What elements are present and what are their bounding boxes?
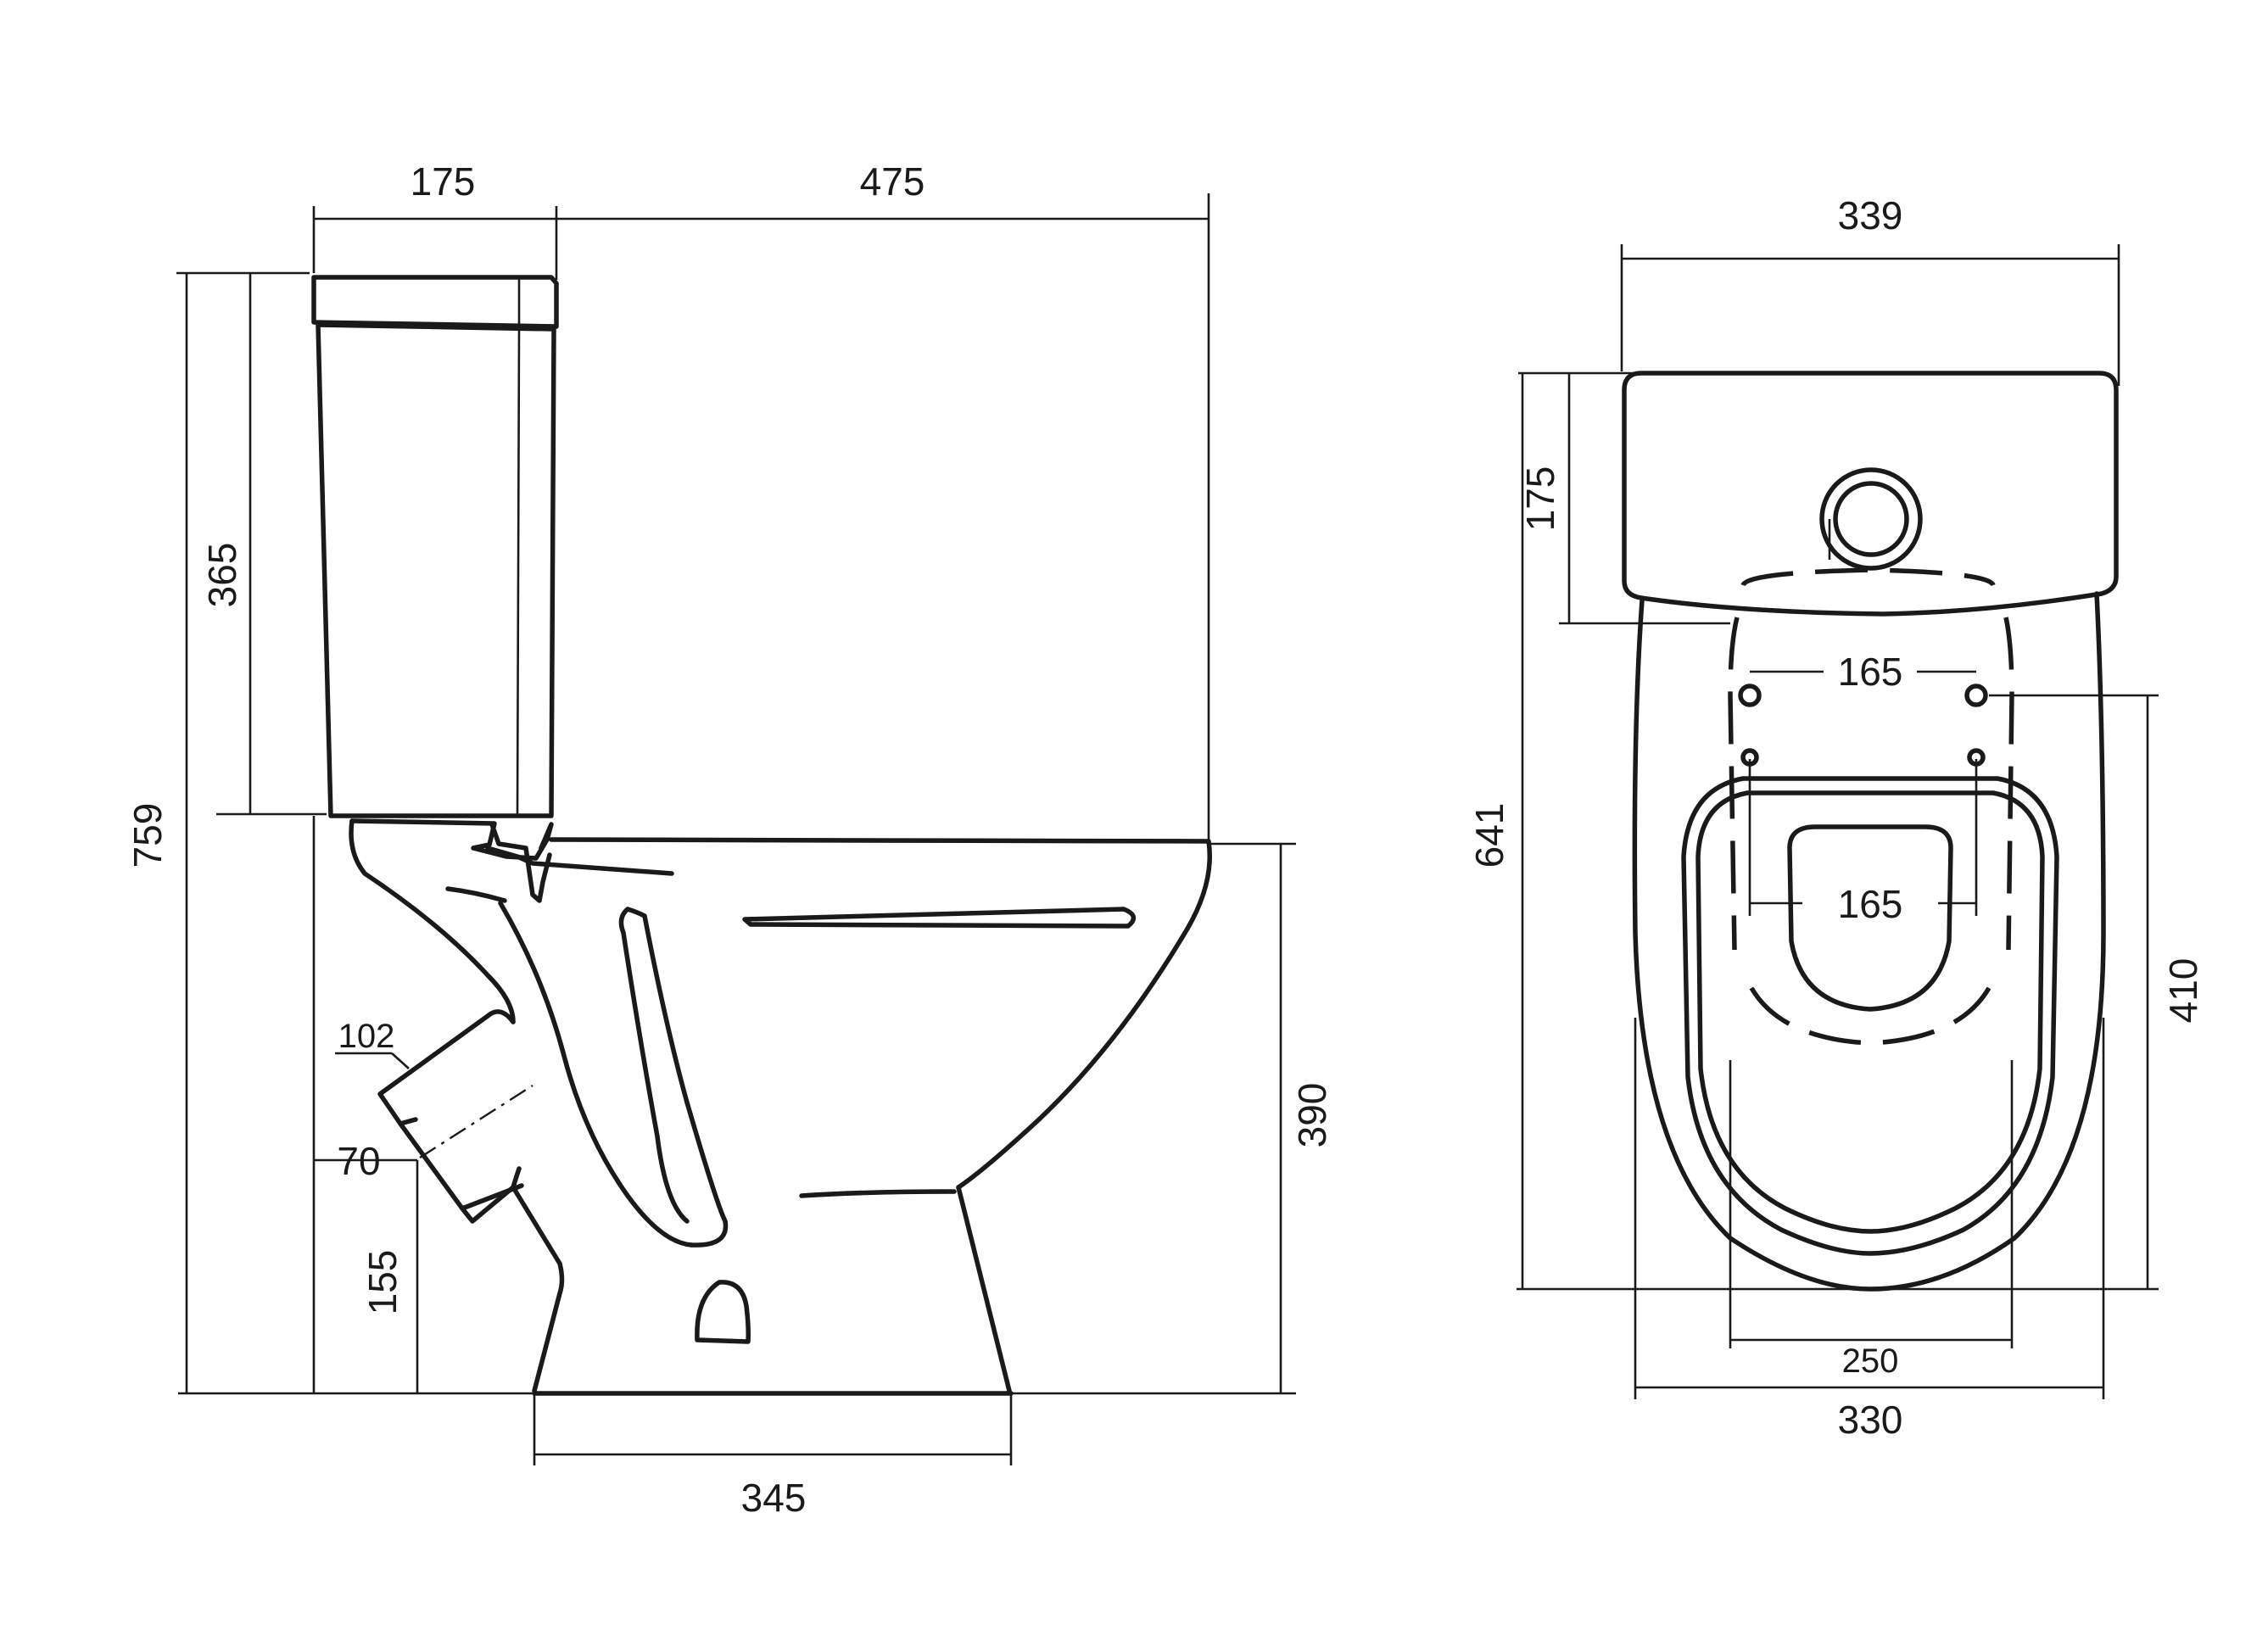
dim-outlet-height: 155 bbox=[360, 1250, 405, 1315]
bowl-opening bbox=[1787, 824, 1953, 1012]
outlet-horn bbox=[377, 1009, 516, 1126]
trap-outer bbox=[349, 818, 516, 1024]
fixing-hole bbox=[695, 1280, 751, 1344]
dim-bowl-width: 330 bbox=[1838, 1398, 1903, 1442]
dim-seat-height: 390 bbox=[1290, 1083, 1334, 1148]
side-view: 175 475 365 759 102 70 155 390 34 bbox=[126, 159, 1334, 1520]
seat-outer bbox=[1681, 776, 2059, 1256]
dim-tank-depth: 175 bbox=[411, 159, 476, 204]
cistern-body bbox=[316, 322, 556, 818]
dim-projection: 475 bbox=[860, 159, 925, 204]
top-view: 339 175 641 165 165 410 250 330 bbox=[1467, 193, 2205, 1442]
cistern-lid bbox=[311, 275, 559, 329]
hinge-hole-left bbox=[1738, 684, 1762, 707]
dim-tank-height: 365 bbox=[200, 543, 244, 608]
bowl-outer bbox=[1632, 591, 2106, 1292]
dim-bolt-spacing-top: 165 bbox=[1838, 650, 1903, 694]
seat-inner bbox=[1695, 790, 2045, 1234]
bowl-rim bbox=[549, 837, 1213, 931]
dim-tank-width: 339 bbox=[1838, 193, 1903, 237]
flush-button bbox=[1819, 467, 1923, 571]
dim-bolt-spacing-seat: 165 bbox=[1838, 882, 1903, 926]
dim-top-tank-depth: 175 bbox=[1518, 466, 1562, 532]
dim-base-width: 345 bbox=[741, 1476, 807, 1520]
outlet-centerline bbox=[419, 1084, 533, 1159]
hinge-hole-right bbox=[1964, 684, 1988, 707]
dim-total-length: 641 bbox=[1467, 803, 1511, 868]
dim-outlet-inner: 70 bbox=[337, 1139, 380, 1183]
trap-passage bbox=[498, 901, 694, 1247]
tank-top bbox=[1622, 371, 2119, 617]
cistern-connector bbox=[349, 818, 554, 861]
dim-bowl-length: 410 bbox=[2161, 958, 2205, 1024]
dim-inner-width: 250 bbox=[1842, 1342, 1899, 1380]
dim-total-height: 759 bbox=[126, 803, 170, 868]
dim-outlet-diameter: 102 bbox=[338, 1018, 395, 1055]
pedestal bbox=[532, 1261, 565, 1393]
bowl-front bbox=[956, 926, 1190, 1190]
